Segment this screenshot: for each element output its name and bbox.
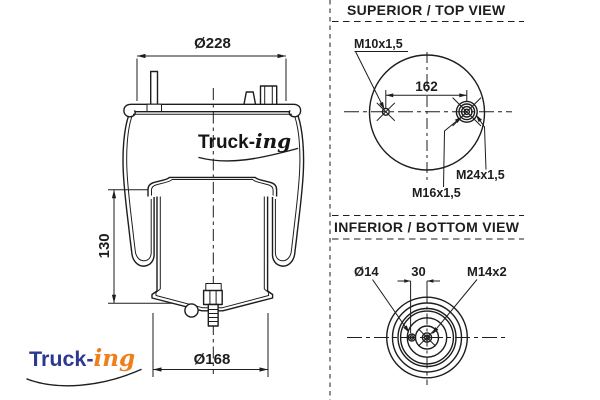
leader-m10 [354,51,408,110]
air-fitting-block [259,85,278,105]
dim-label-base-diameter: Ø168 [193,351,231,368]
dim-label-piston-height: 130 [96,233,114,259]
leader-m24 [476,114,487,170]
bottom-view-title: INFERIOR / BOTTOM VIEW [334,218,520,235]
air-port-circle [184,303,199,318]
dim-168 [152,313,269,377]
dim-162 [385,90,468,108]
port-hole-d14 [407,333,416,342]
dim-228 [136,53,287,101]
label-m10: M10x1,5 [354,36,403,51]
leader-m16 [443,116,462,188]
leader-m14x2 [432,279,478,335]
thread-hole-m14 [418,328,436,347]
piston [147,176,278,312]
dim-label-162: 162 [415,79,438,94]
bellows-right [271,115,305,267]
brand-bold-text: Truck- [29,347,94,371]
brand-swoosh-footer [26,368,142,387]
label-m16: M16x1,5 [412,185,461,200]
dim-30 [397,279,440,333]
stud-hole-m10 [376,102,396,122]
bottom-view-drawing [332,215,524,385]
bellows-left [122,115,155,267]
dim-130 [108,189,172,304]
dim-label-plate-diameter: Ø228 [194,35,231,52]
brand-logo-on-drawing: Truck-ing [198,129,291,154]
brand-logo-footer: Truck-ing [29,345,135,372]
bottom-bolt [202,283,223,327]
leader-d14 [372,279,410,333]
dim-label-30: 30 [411,264,426,279]
label-d14: Ø14 [354,264,379,279]
label-m24: M24x1,5 [456,168,505,182]
brand-swoosh-drawing [198,147,299,162]
air-fitting-small [243,91,257,105]
top-view-drawing [332,21,524,188]
brand-bold-text: Truck- [198,132,256,153]
label-m14x2: M14x2 [467,264,507,279]
air-spring-side-view [108,53,305,377]
brand-script-text: ing [93,345,136,372]
top-view-title: SUPERIOR / TOP VIEW [347,2,506,18]
brand-script-text: ing [255,129,292,153]
mounting-stud [146,70,162,113]
